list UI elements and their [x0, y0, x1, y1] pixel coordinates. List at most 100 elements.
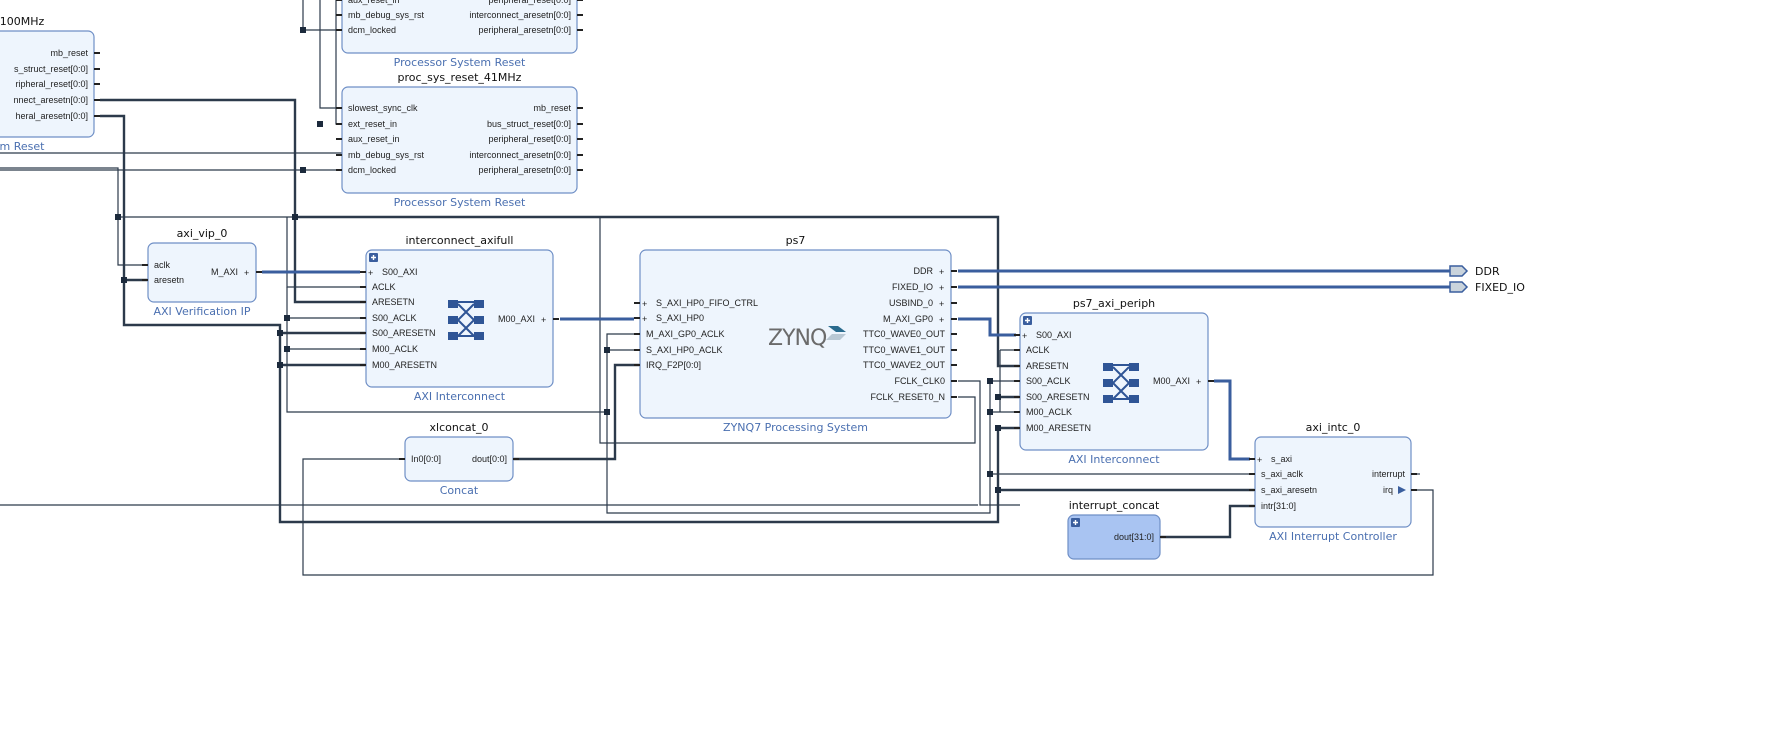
output-pin-label: interconnect_aresetn[0:0] — [469, 150, 571, 160]
junction-dot — [292, 214, 298, 220]
output-pin-label: TTC0_WAVE1_OUT — [863, 345, 946, 355]
external-port-fixed_io[interactable] — [1449, 281, 1469, 293]
block-type-label: ZYNQ7 Processing System — [723, 421, 868, 434]
junction-dot — [284, 346, 290, 352]
net-wire[interactable] — [319, 0, 342, 109]
expand-plus-icon[interactable]: + — [368, 268, 373, 278]
input-pin-label: aux_reset_in — [348, 0, 400, 5]
expand-plus-icon[interactable]: + — [541, 315, 546, 325]
input-pin-label: S00_ACLK — [1026, 376, 1071, 386]
input-pin-label: slowest_sync_clk — [348, 103, 418, 113]
net-wire[interactable] — [302, 458, 1434, 576]
input-pin-label: dcm_locked — [348, 165, 396, 175]
net-bus-wire[interactable] — [100, 114, 1020, 524]
plus-icon — [1025, 318, 1030, 323]
input-pin-label: aclk — [154, 260, 171, 270]
block-instance-name: axi_intc_0 — [1306, 421, 1361, 434]
output-pin-label: bus_struct_reset[0:0] — [487, 119, 571, 129]
input-pin-label: ARESETN — [1026, 361, 1069, 371]
expand-plus-icon[interactable]: + — [939, 267, 944, 277]
block-instance-name: ps7_axi_periph — [1073, 297, 1155, 310]
input-pin-label: S00_ARESETN — [1026, 392, 1090, 402]
block-type-label: AXI Interconnect — [414, 390, 506, 403]
net-wire[interactable] — [958, 380, 1020, 506]
input-pin-label: S00_AXI — [382, 267, 418, 277]
expand-plus-icon[interactable]: + — [1022, 331, 1027, 341]
input-pin-label: M00_ARESETN — [1026, 423, 1091, 433]
input-pin-label: S_AXI_HP0_ACLK — [646, 345, 723, 355]
output-pin-label: peripheral_aresetn[0:0] — [478, 165, 571, 175]
input-pin-label: M00_ARESETN — [372, 360, 437, 370]
junction-dot — [995, 425, 1001, 431]
net-bus-wire[interactable] — [295, 215, 1020, 368]
net-wire[interactable] — [335, 0, 342, 125]
net-bus-wire[interactable] — [100, 98, 366, 304]
junction-dot — [987, 471, 993, 477]
crossbar-icon — [448, 300, 484, 340]
wires — [0, 0, 1450, 576]
input-pin-label: M00_ACLK — [372, 344, 418, 354]
block-instance-name: axi_vip_0 — [177, 227, 228, 240]
block-type-label: Processor System Reset — [394, 196, 526, 209]
expand-plus-icon[interactable]: + — [939, 315, 944, 325]
output-pin-label: irq — [1383, 485, 1393, 495]
block-instance-name: interrupt_concat — [1069, 499, 1160, 512]
expand-plus-icon[interactable]: + — [939, 299, 944, 309]
output-pin-label: TTC0_WAVE0_OUT — [863, 329, 946, 339]
crossbar-icon — [1103, 363, 1139, 403]
block-type-label: m Reset — [0, 140, 45, 153]
output-pin-label: ripheral_reset[0:0] — [15, 79, 88, 89]
expand-plus-icon[interactable]: + — [244, 268, 249, 278]
block-type-label: AXI Interrupt Controller — [1269, 530, 1397, 543]
block-instance-name: 100MHz — [0, 15, 44, 28]
axi-interface-connection[interactable] — [958, 317, 1016, 337]
junction-dot — [987, 378, 993, 384]
junction-dot — [604, 409, 610, 415]
net-wire[interactable] — [286, 217, 366, 288]
block-type-label: Processor System Reset — [394, 56, 526, 69]
junction-dot — [284, 315, 290, 321]
expand-plus-icon[interactable]: + — [642, 314, 647, 324]
block-instance-name: xlconcat_0 — [430, 421, 489, 434]
external-port-label: FIXED_IO — [1475, 281, 1525, 294]
net-bus-wire[interactable] — [1160, 504, 1255, 539]
output-pin-label: mb_reset — [533, 103, 571, 113]
block-body[interactable] — [1254, 436, 1412, 528]
input-pin-label: In0[0:0] — [411, 454, 441, 464]
output-pin-label: nnect_aresetn[0:0] — [13, 95, 88, 105]
input-pin-label: IRQ_F2P[0:0] — [646, 360, 701, 370]
block-type-label: Concat — [440, 484, 479, 497]
junction-dot — [995, 487, 1001, 493]
block-body[interactable] — [341, 0, 578, 54]
input-pin-label: s_axi — [1271, 454, 1292, 464]
output-pin-label: s_struct_reset[0:0] — [14, 64, 88, 74]
external-port-ddr[interactable] — [1449, 265, 1469, 277]
block-type-label: AXI Verification IP — [154, 305, 251, 318]
input-pin-label: aux_reset_in — [348, 134, 400, 144]
axi-interface-connection[interactable] — [1214, 379, 1250, 461]
net-bus-wire[interactable] — [513, 363, 640, 461]
input-pin-label: S00_ARESETN — [372, 328, 436, 338]
block-rst_top[interactable]: Processor System Resetaux_reset_inmb_deb… — [336, 0, 583, 69]
expand-plus-icon[interactable]: + — [1257, 455, 1262, 465]
block-body[interactable] — [147, 242, 257, 303]
block-instance-name: ps7 — [786, 234, 806, 247]
junction-dot — [300, 27, 306, 33]
input-pin-label: S_AXI_HP0 — [656, 313, 704, 323]
expand-plus-icon[interactable]: + — [642, 299, 647, 309]
expand-plus-icon[interactable]: + — [939, 283, 944, 293]
output-pin-label: M_AXI_GP0 — [883, 314, 933, 324]
expand-plus-icon[interactable]: + — [1196, 377, 1201, 387]
input-pin-label: dcm_locked — [348, 25, 396, 35]
junction-dot — [995, 394, 1001, 400]
